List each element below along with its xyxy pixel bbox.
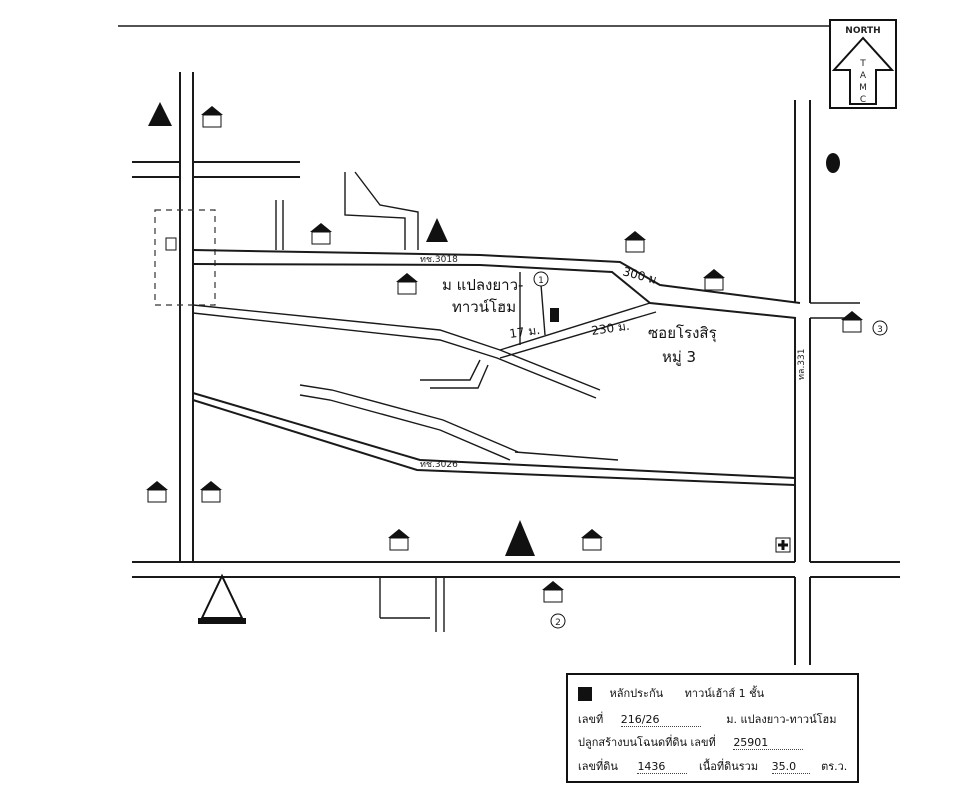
marker-3: 3 — [872, 320, 888, 336]
legend-deed-label: ปลูกสร้างบนโฉนดที่ดิน เลขที่ — [578, 736, 716, 749]
legend-type: ทาวน์เฮ้าส์ 1 ชั้น — [684, 687, 765, 700]
north-arrow: NORTH T A M C — [829, 19, 897, 109]
marker-1: 1 — [533, 271, 549, 287]
house-icon — [201, 106, 223, 128]
legend-title: หลักประกัน — [609, 687, 664, 700]
legend-number-value: 216/26 — [620, 713, 701, 727]
distance-17: 17 ม. — [508, 323, 540, 341]
road-3026 — [192, 392, 796, 486]
flag-icon — [165, 237, 177, 251]
legend-deed-row: ปลูกสร้างบนโฉนดที่ดิน เลขที่ 25901 — [578, 733, 804, 751]
road-upper-horizontal — [132, 161, 300, 178]
project-label-line2: ทาวน์โฮม — [452, 298, 516, 316]
svg-text:1: 1 — [538, 276, 544, 286]
house-icon — [703, 269, 725, 291]
house-icon — [146, 481, 168, 503]
svg-text:M: M — [859, 83, 867, 93]
legend-swatch — [578, 687, 592, 701]
legend-number-row: เลขที่ 216/26 ม. แปลงยาว-ทาวน์โฮม — [578, 710, 836, 728]
house-icon — [396, 273, 418, 295]
marker-2: 2 — [550, 613, 566, 629]
flame-emblem-icon — [826, 153, 840, 173]
road-west-vertical — [179, 72, 194, 562]
road-inner — [192, 271, 657, 461]
legend-land-value: 1436 — [637, 760, 688, 774]
house-icon — [542, 581, 564, 603]
road-331-label: ทล.331 — [797, 349, 807, 381]
temple-icon — [148, 102, 172, 126]
legend-area-unit: ตร.ว. — [821, 760, 848, 773]
road-331 — [794, 100, 860, 665]
north-label: NORTH — [845, 26, 880, 36]
market-area — [154, 209, 216, 306]
svg-text:T: T — [859, 59, 866, 69]
svg-text:2: 2 — [555, 618, 561, 628]
legend-title-row: หลักประกัน ทาวน์เฮ้าส์ 1 ชั้น — [578, 684, 764, 702]
collateral-plot — [550, 308, 559, 322]
house-icon — [581, 529, 603, 551]
temple-icon — [505, 520, 535, 556]
project-label-line1: ม แปลงยาว- — [442, 276, 523, 294]
legend-area-value: 35.0 — [771, 760, 810, 774]
house-icon — [388, 529, 410, 551]
road-south — [132, 561, 900, 578]
pagoda-icon — [198, 573, 246, 624]
legend-land-row: เลขที่ดิน 1436 เนื้อที่ดินรวม 35.0 ตร.ว. — [578, 757, 847, 775]
road-3018-label: ทช.3018 — [420, 255, 458, 265]
road-temple-a — [344, 172, 406, 250]
temple-icon — [426, 218, 448, 242]
house-icon — [310, 223, 332, 245]
collateral-legend: หลักประกัน ทาวน์เฮ้าส์ 1 ชั้น เลขที่ 216… — [566, 673, 859, 783]
svg-text:3: 3 — [877, 325, 883, 335]
hospital-icon — [775, 537, 791, 553]
house-icon — [200, 481, 222, 503]
legend-deed-value: 25901 — [733, 736, 804, 750]
moo-label: หมู่ 3 — [662, 348, 696, 366]
road-3018 — [192, 249, 801, 319]
soi-label: ซอยโรงสิรุ — [648, 324, 717, 343]
legend-area-label: เนื้อที่ดินรวม — [698, 760, 759, 773]
road-temple-b — [354, 171, 419, 250]
legend-number-label: เลขที่ — [578, 713, 604, 726]
svg-text:A: A — [860, 71, 867, 81]
distance-230: 230 ม. — [590, 319, 630, 338]
svg-text:C: C — [860, 95, 866, 105]
legend-land-label: เลขที่ดิน — [578, 760, 618, 773]
legend-village: ม. แปลงยาว-ทาวน์โฮม — [726, 713, 837, 726]
road-south-spur — [379, 577, 445, 632]
house-icon — [624, 231, 646, 253]
road-3026-label: ทช.3026 — [420, 460, 458, 470]
house-icon — [841, 311, 863, 333]
